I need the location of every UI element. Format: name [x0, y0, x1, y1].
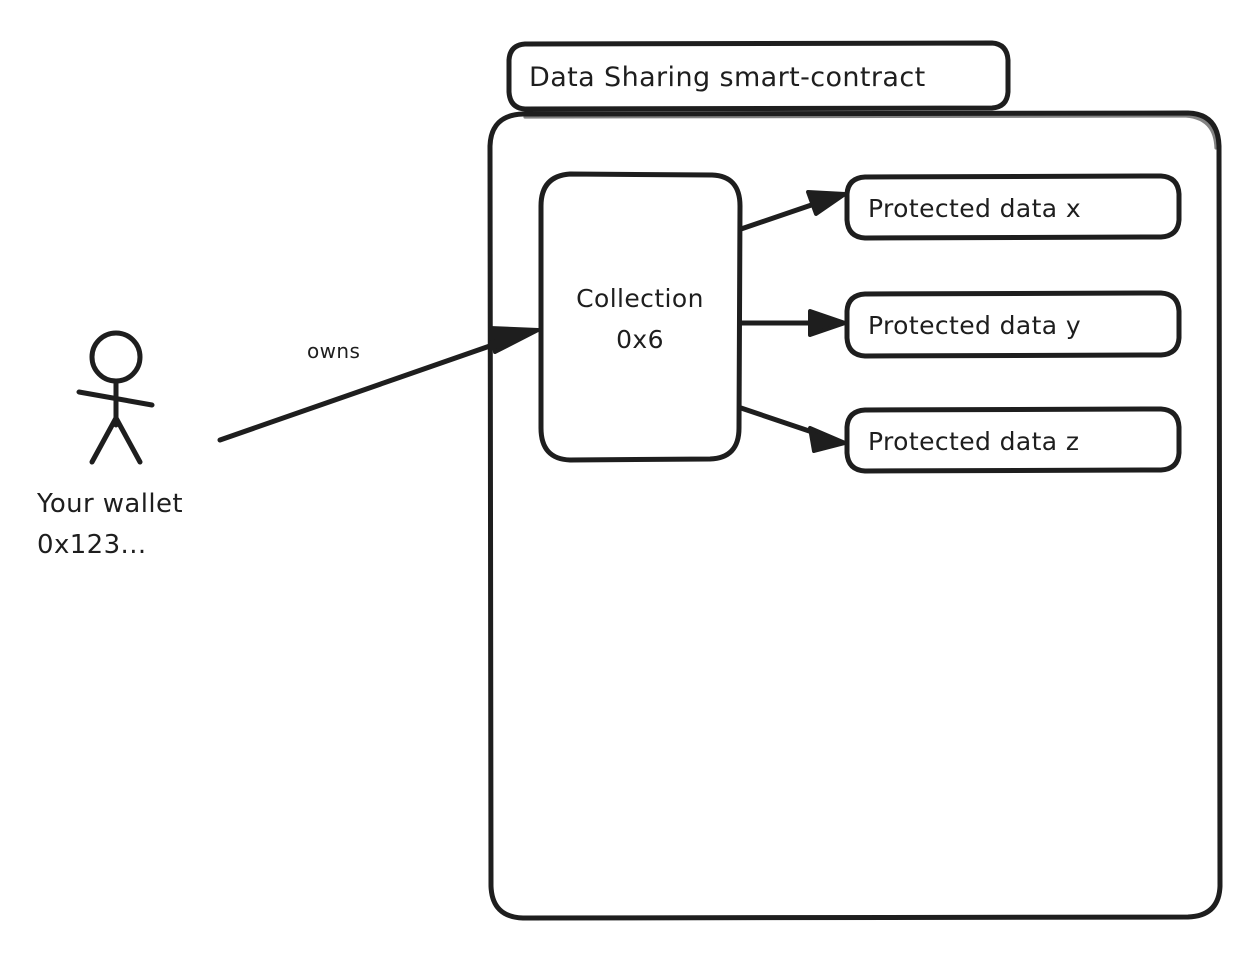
edge-collection-to-data-z [738, 405, 847, 453]
title-box-outline [506, 40, 1011, 112]
protected-data-y-label: Protected data y [868, 311, 1081, 340]
actor-caption-line2: 0x123... [37, 530, 147, 560]
collection-node-line2: 0x6 [616, 325, 664, 354]
edge-owns-label: owns [307, 339, 360, 363]
protected-data-z-outline [844, 406, 1182, 474]
protected-data-z-label: Protected data z [868, 427, 1079, 456]
edge-line [217, 329, 533, 443]
protected-data-y-node[interactable]: Protected data y [844, 290, 1182, 359]
protected-data-x-outline [844, 173, 1182, 241]
stick-figure-icon [76, 330, 155, 465]
actor-caption-line1: Your wallet [36, 489, 183, 519]
stick-figure-left-leg [89, 415, 119, 465]
arrowhead-icon [488, 326, 540, 354]
arrowhead-icon [806, 190, 847, 216]
edge-collection-to-data-y [738, 309, 847, 337]
collection-node-outline [538, 171, 743, 463]
protected-data-x-node[interactable]: Protected data x [844, 173, 1182, 241]
protected-data-y-outline [844, 290, 1182, 359]
title-label: Data Sharing smart-contract [529, 62, 926, 93]
stick-figure-right-leg [113, 415, 143, 465]
protected-data-x-label: Protected data x [868, 194, 1081, 223]
edge-owns: owns [217, 326, 540, 443]
title-box[interactable]: Data Sharing smart-contract [506, 40, 1011, 112]
actor-caption: Your wallet 0x123... [36, 489, 183, 560]
container-outline-sketch [523, 114, 1218, 150]
collection-node-line1: Collection [576, 284, 704, 313]
arrowhead-icon [808, 426, 847, 453]
protected-data-z-node[interactable]: Protected data z [844, 406, 1182, 474]
arrowhead-icon [808, 309, 847, 337]
stick-figure-arms [76, 389, 155, 408]
edge-collection-to-data-x [738, 190, 847, 232]
stick-figure-head [89, 330, 143, 384]
collection-node[interactable]: Collection 0x6 [538, 171, 743, 463]
